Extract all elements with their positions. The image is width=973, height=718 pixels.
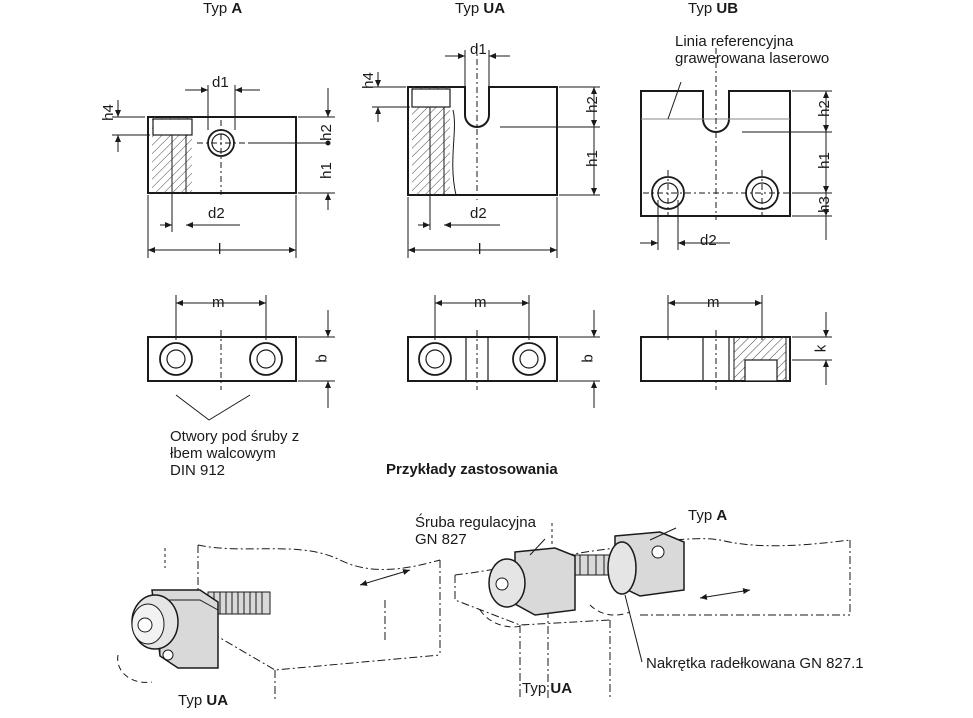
dim-k-type-ub: k — [812, 344, 830, 353]
dim-b-type-a: b — [313, 354, 331, 363]
type-ua-front-view — [372, 45, 600, 258]
dim-d1-type-a: d1 — [212, 74, 229, 91]
dim-h3-type-ub: h3 — [815, 196, 833, 213]
dim-h2-type-a: h2 — [317, 124, 335, 141]
dim-h1-type-a: h1 — [317, 162, 335, 179]
type-ua-header: Typ UA — [455, 0, 506, 17]
dim-d1-type-ua: d1 — [470, 41, 487, 58]
dim-d2-type-ub: d2 — [700, 232, 717, 249]
dim-d2-type-a: d2 — [208, 205, 225, 222]
dim-l-type-a: l — [218, 241, 222, 258]
adjusting-screw-label: Śruba regulacyjna GN 827 — [415, 514, 536, 548]
dim-h1-type-ua: h1 — [583, 150, 601, 167]
type-a-header: Typ A — [203, 0, 243, 17]
dim-m-type-ub: m — [707, 294, 720, 311]
reference-line-note: Linia referencyjna grawerowana laserowo — [675, 33, 830, 67]
dim-h2-type-ua: h2 — [583, 96, 601, 113]
dim-h4-type-ua: h4 — [359, 72, 377, 89]
dim-m-type-a: m — [212, 294, 225, 311]
example-left-type-ua-label: Typ UA — [178, 692, 229, 709]
type-a-top-view — [147, 295, 335, 421]
dim-h4-type-a: h4 — [99, 104, 117, 121]
example-left-illustration — [117, 544, 441, 700]
screw-holes-note: Otwory pod śruby z łbem walcowym DIN 912 — [170, 428, 300, 479]
example-right-illustration — [454, 523, 851, 700]
examples-title: Przykłady zastosowania — [386, 461, 558, 478]
dim-m-type-ua: m — [474, 294, 487, 311]
dim-h1-type-ub: h1 — [815, 152, 833, 169]
knurled-nut-label: Nakrętka radełkowana GN 827.1 — [646, 655, 864, 672]
dim-d2-type-ua: d2 — [470, 205, 487, 222]
type-a-front-view — [112, 85, 335, 258]
type-ua-top-view — [407, 295, 600, 408]
type-ub-top-view — [640, 295, 832, 390]
dim-b-type-ua: b — [579, 354, 597, 363]
type-ub-front-view — [640, 48, 832, 250]
type-ub-header: Typ UB — [688, 0, 739, 17]
dim-h2-type-ub: h2 — [815, 100, 833, 117]
dim-l-type-ua: l — [478, 241, 482, 258]
example-right-type-ua-label: Typ UA — [522, 680, 573, 697]
example-type-a-label: Typ A — [688, 507, 728, 524]
